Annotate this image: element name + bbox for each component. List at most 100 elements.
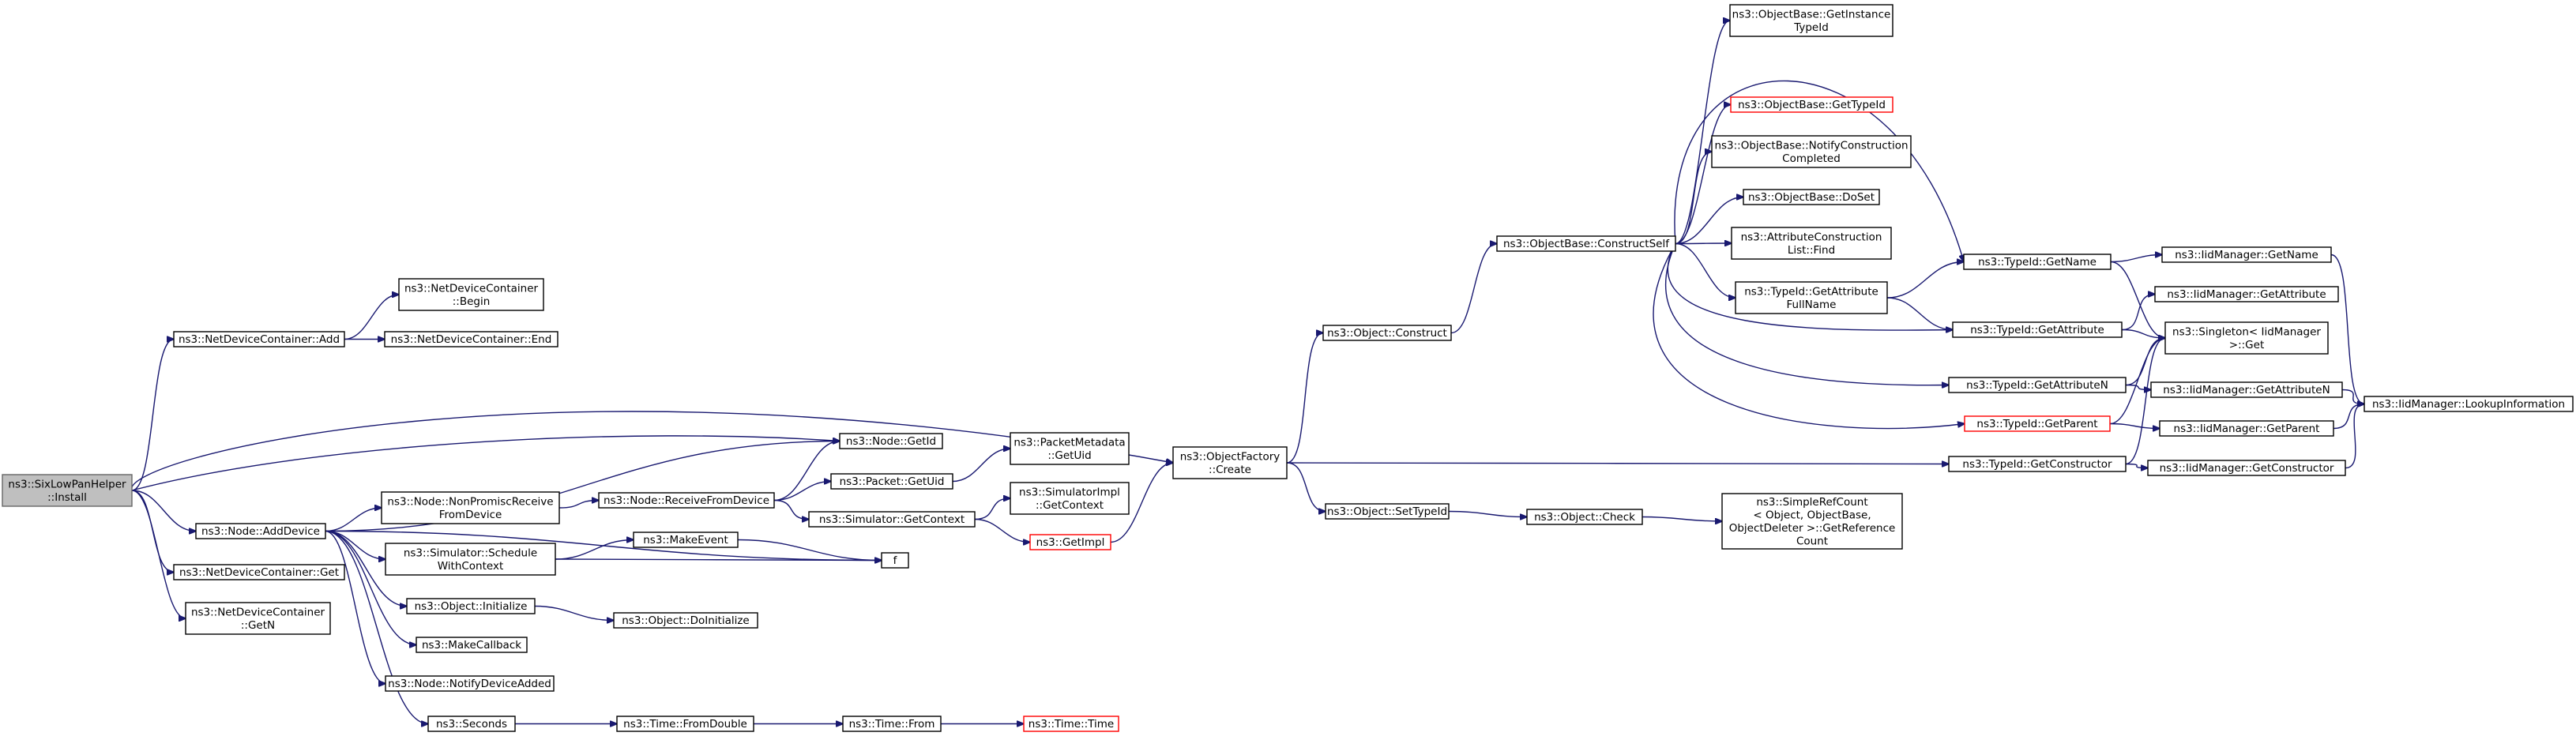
call-edge	[1675, 197, 1743, 245]
node-label-line: ns3::ObjectBase::ConstructSelf	[1503, 238, 1670, 250]
function-node-ndc_add[interactable]: ns3::NetDeviceContainer::Add	[173, 331, 345, 347]
function-node-ndc_getn[interactable]: ns3::NetDeviceContainer::GetN	[185, 602, 331, 635]
node-label-line: ns3::Node::GetId	[846, 435, 936, 448]
node-box	[613, 612, 758, 629]
function-node-simimpl_getcontext[interactable]: ns3::SimulatorImpl::GetContext	[1010, 482, 1130, 515]
node-box	[1731, 227, 1892, 260]
function-node-iid_getattributen[interactable]: ns3::IidManager::GetAttributeN	[2150, 381, 2343, 398]
call-edge	[1675, 21, 1730, 245]
function-node-obj_initialize[interactable]: ns3::Object::Initialize	[406, 598, 536, 614]
function-node-obj_check[interactable]: ns3::Object::Check	[1526, 509, 1643, 525]
call-edge	[773, 499, 809, 520]
function-node-typeid_getparent[interactable]: ns3::TypeId::GetParent	[1964, 415, 2111, 432]
call-edge	[952, 449, 1010, 483]
function-node-node_getid[interactable]: ns3::Node::GetId	[839, 433, 943, 449]
function-node-pmeta_getuid[interactable]: ns3::PacketMetadata::GetUid	[1010, 432, 1130, 465]
function-node-ndc_get[interactable]: ns3::NetDeviceContainer::Get	[173, 564, 345, 580]
function-node-install[interactable]: ns3::SixLowPanHelper::Install	[2, 474, 133, 507]
call-edge	[131, 340, 174, 491]
call-edge	[325, 530, 416, 645]
call-edge	[2121, 295, 2155, 331]
node-box	[1172, 446, 1288, 479]
function-node-packet_getuid[interactable]: ns3::Packet::GetUid	[830, 473, 953, 490]
call-edge	[344, 295, 399, 340]
function-node-getimpl[interactable]: ns3::GetImpl	[1029, 534, 1111, 550]
node-label-line: ns3::Object::DoInitialize	[622, 614, 750, 627]
function-node-obj_doinitialize[interactable]: ns3::Object::DoInitialize	[613, 612, 758, 629]
node-label-line: ns3::TypeId::GetAttributeN	[1966, 379, 2108, 392]
call-edge	[2341, 389, 2364, 404]
function-node-node_adddevice[interactable]: ns3::Node::AddDevice	[195, 523, 326, 539]
function-node-seconds[interactable]: ns3::Seconds	[427, 716, 516, 732]
function-node-ndc_begin[interactable]: ns3::NetDeviceContainer::Begin	[398, 278, 544, 311]
function-node-simplerefcount[interactable]: ns3::SimpleRefCount< Object, ObjectBase,…	[1721, 493, 1903, 550]
call-edge	[1675, 243, 1732, 244]
function-node-typeid_getconstructor[interactable]: ns3::TypeId::GetConstructor	[1948, 456, 2127, 472]
call-edge	[2333, 404, 2364, 430]
node-label-line: ns3::TypeId::GetName	[1978, 256, 2097, 269]
function-node-singleton_get[interactable]: ns3::Singleton< IidManager >::Get	[2164, 321, 2329, 355]
function-node-iid_getattribute[interactable]: ns3::IidManager::GetAttribute	[2154, 286, 2339, 302]
function-node-ndc_end[interactable]: ns3::NetDeviceContainer::End	[384, 331, 558, 347]
call-edge	[974, 518, 1030, 543]
node-label-line: ObjectDeleter >::GetReference	[1729, 522, 1896, 535]
function-node-objbase_constructself[interactable]: ns3::ObjectBase::ConstructSelf	[1496, 235, 1676, 252]
node-label-line: ns3::ObjectBase::GetInstance	[1732, 8, 1891, 21]
node-box	[1029, 534, 1111, 550]
call-edge	[2109, 423, 2160, 429]
node-label-line: ns3::IidManager::GetName	[2175, 249, 2318, 261]
function-node-time_time[interactable]: ns3::Time::Time	[1023, 716, 1119, 732]
function-node-obj_settypeid[interactable]: ns3::Object::SetTypeId	[1325, 503, 1450, 520]
node-box	[1735, 281, 1888, 314]
function-node-iid_getparent[interactable]: ns3::IidManager::GetParent	[2159, 420, 2334, 437]
function-node-f[interactable]: f	[881, 552, 909, 569]
call-edge	[1675, 152, 1712, 245]
function-node-objfactory_create[interactable]: ns3::ObjectFactory::Create	[1172, 446, 1288, 479]
node-label-line: ns3::SixLowPanHelper	[8, 478, 126, 490]
function-node-obj_construct[interactable]: ns3::Object::Construct	[1322, 325, 1452, 341]
call-edge	[1653, 243, 1965, 430]
node-box	[185, 602, 331, 635]
call-edge	[1675, 242, 1736, 299]
function-node-iid_lookup[interactable]: ns3::IidManager::LookupInformation	[2364, 396, 2574, 412]
function-node-iid_getname[interactable]: ns3::IidManager::GetName	[2161, 246, 2332, 263]
node-box	[881, 552, 909, 569]
node-label-line: ::GetUid	[1047, 449, 1091, 462]
call-edge	[1664, 243, 1949, 385]
function-node-objbase_doset[interactable]: ns3::ObjectBase::DoSet	[1743, 189, 1880, 205]
function-node-typeid_getname[interactable]: ns3::TypeId::GetName	[1963, 254, 2112, 270]
node-box	[385, 543, 556, 576]
function-node-typeid_getattribute[interactable]: ns3::TypeId::GetAttribute	[1952, 321, 2123, 338]
function-node-sim_getcontext[interactable]: ns3::Simulator::GetContext	[808, 511, 976, 528]
node-label-line: ns3::MakeEvent	[643, 534, 728, 547]
function-node-iid_getconstructor[interactable]: ns3::IidManager::GetConstructor	[2147, 460, 2346, 476]
function-node-makecallback[interactable]: ns3::MakeCallback	[416, 637, 528, 653]
function-node-makeevent[interactable]: ns3::MakeEvent	[633, 532, 739, 548]
node-box	[1526, 509, 1643, 525]
function-node-node_receive[interactable]: ns3::Node::ReceiveFromDevice	[598, 492, 775, 509]
function-node-time_from[interactable]: ns3::Time::From	[842, 716, 942, 732]
function-node-objbase_notify[interactable]: ns3::ObjectBase::NotifyConstructionCompl…	[1711, 135, 1912, 168]
function-node-typeid_getattributen[interactable]: ns3::TypeId::GetAttributeN	[1948, 377, 2127, 393]
function-node-node_notify[interactable]: ns3::Node::NotifyDeviceAdded	[385, 675, 555, 692]
call-edge	[2110, 261, 2165, 339]
function-node-objbase_gettypeid[interactable]: ns3::ObjectBase::GetTypeId	[1730, 96, 1893, 113]
node-box	[1743, 189, 1880, 205]
node-label-line: ns3::Time::Time	[1029, 718, 1114, 731]
call-edge	[325, 530, 428, 724]
node-label-line: ns3::NetDeviceContainer::Get	[179, 566, 339, 579]
function-node-time_fromdouble[interactable]: ns3::Time::FromDouble	[616, 716, 754, 732]
node-label-line: ::GetN	[241, 619, 275, 632]
node-box	[808, 511, 976, 528]
node-label-line: ::GetContext	[1036, 499, 1104, 512]
node-box	[2147, 460, 2346, 476]
node-label-line: ns3::IidManager::GetAttribute	[2167, 288, 2326, 301]
call-edge	[1886, 262, 1964, 299]
node-box	[173, 331, 345, 347]
node-label-line: ::Create	[1209, 464, 1251, 476]
